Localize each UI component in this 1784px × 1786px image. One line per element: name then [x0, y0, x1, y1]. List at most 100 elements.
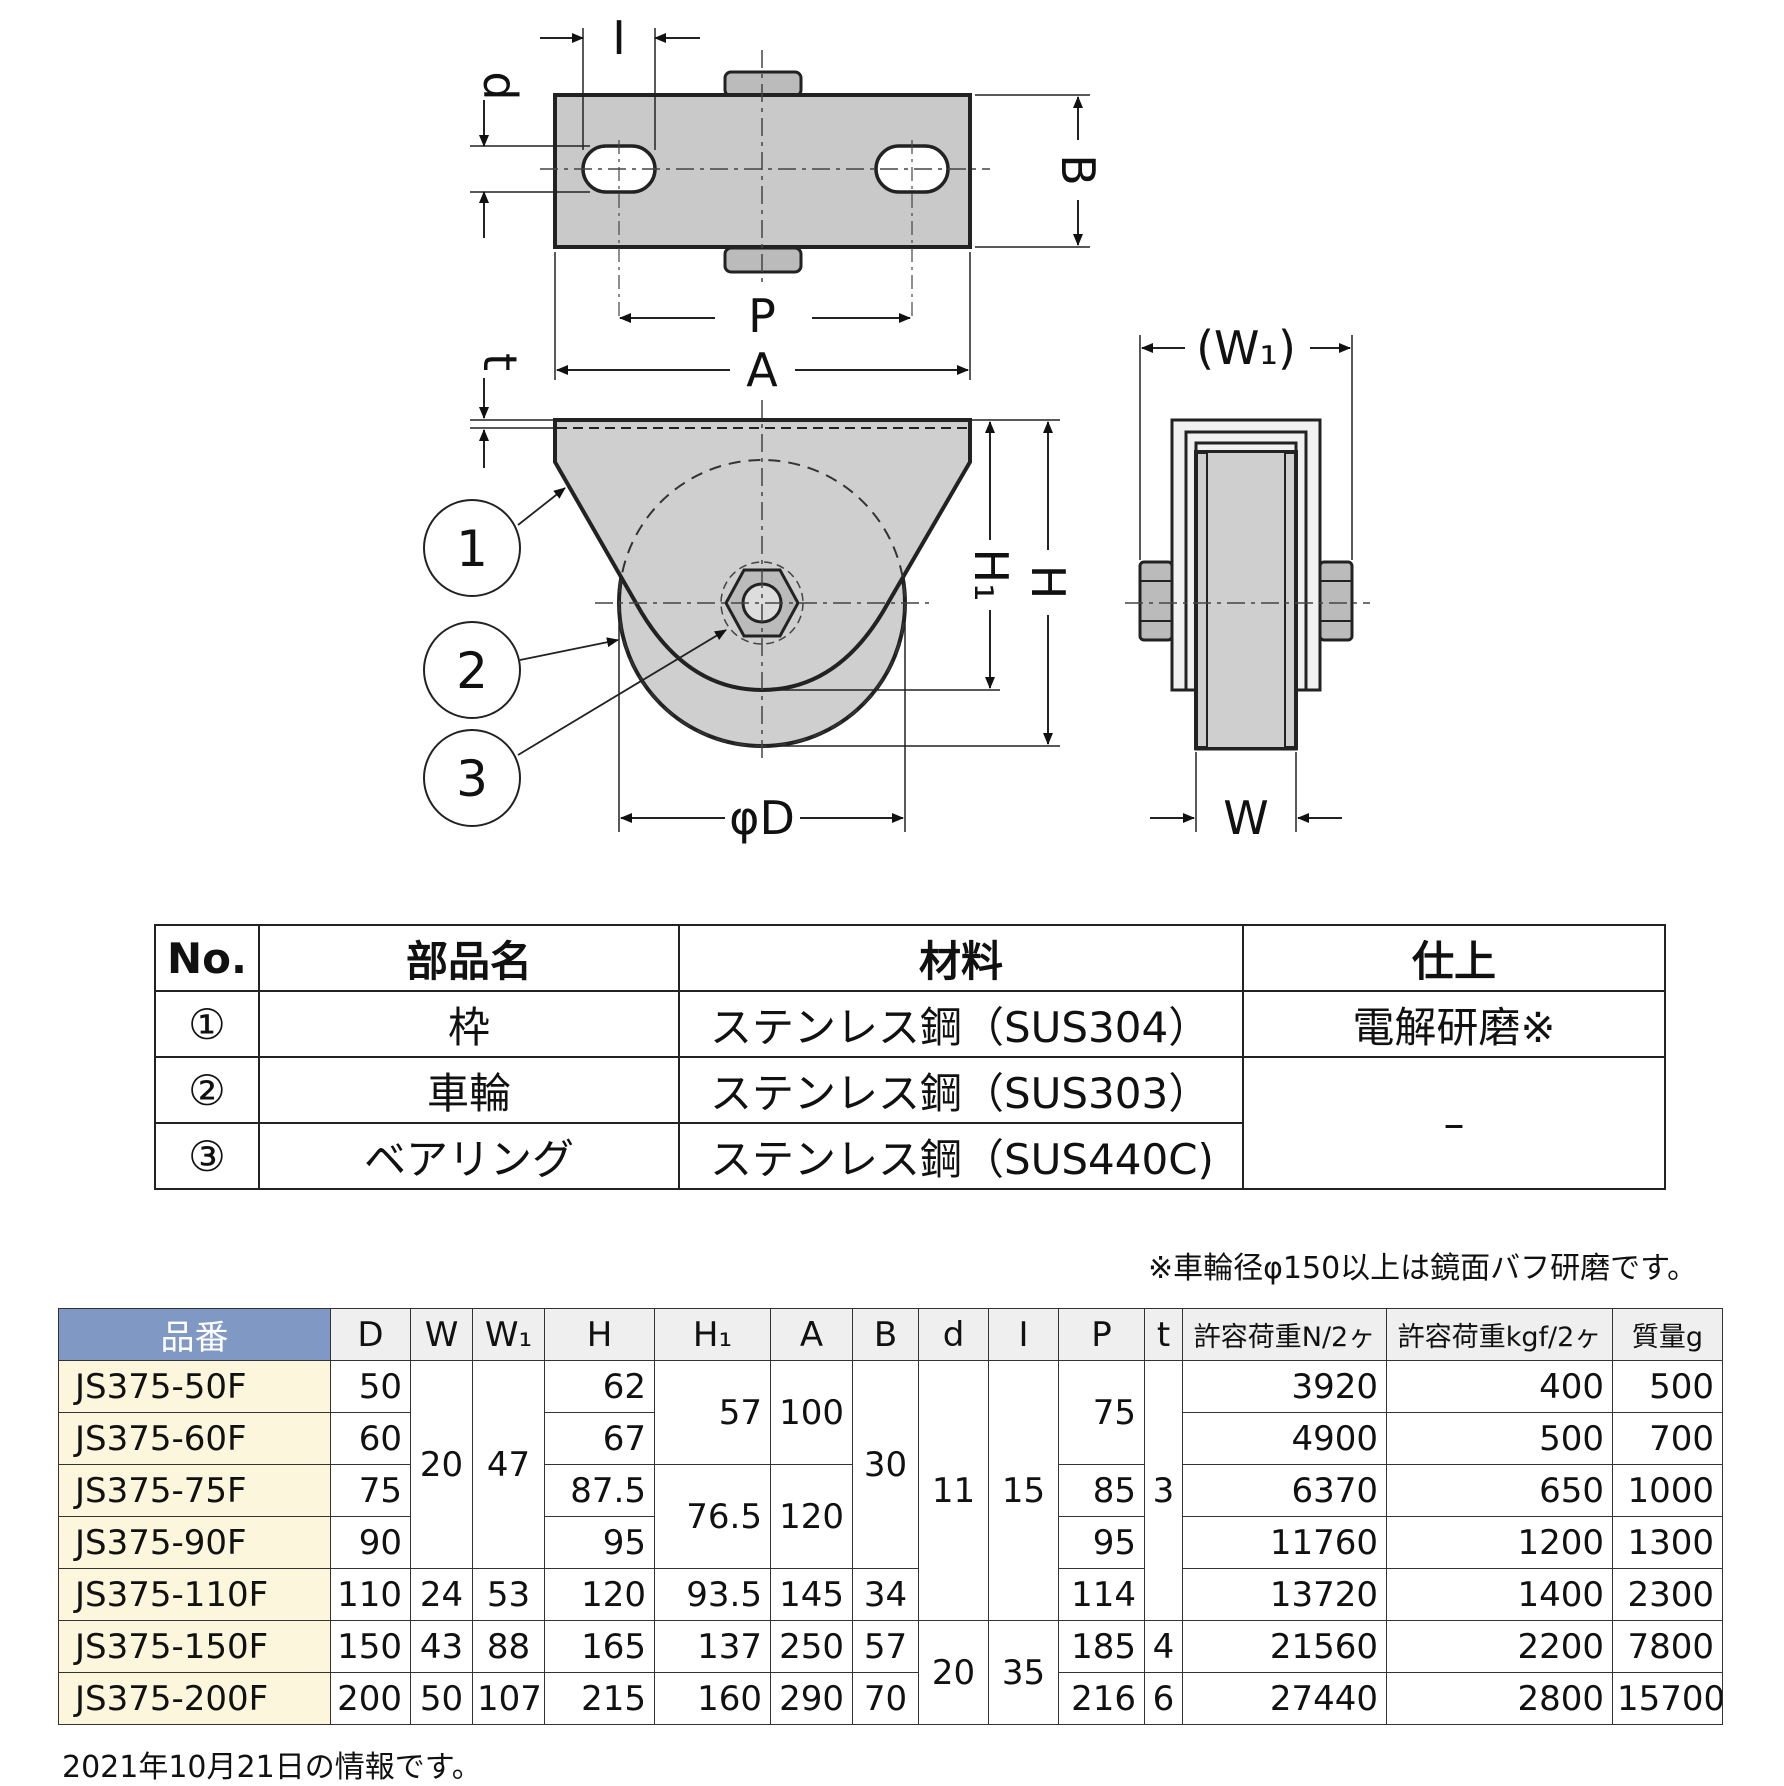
- label-A: A: [746, 343, 778, 397]
- spec-mass: 1000: [1612, 1464, 1723, 1517]
- parts-header-name: 部品名: [258, 924, 680, 992]
- spec-load-n: 21560: [1182, 1620, 1387, 1673]
- spec-H1: 57: [654, 1360, 771, 1465]
- dim-W: W: [1150, 752, 1342, 845]
- spec-P: 75: [1058, 1360, 1145, 1465]
- spec-load-n: 3920: [1182, 1360, 1387, 1413]
- dim-d: d: [470, 71, 590, 238]
- part-no: ②: [154, 1056, 260, 1124]
- spec-code: JS375-90F: [58, 1516, 331, 1569]
- spec-header-W1: W₁: [472, 1308, 545, 1361]
- part-no: ③: [154, 1122, 260, 1190]
- spec-code: JS375-60F: [58, 1412, 331, 1465]
- spec-load-kgf: 1200: [1386, 1516, 1613, 1569]
- spec-load-kgf: 2800: [1386, 1672, 1613, 1725]
- spec-table: 品番 D W W₁ H H₁ A B d I P t 許容荷重N/2ヶ 許容荷重…: [58, 1308, 1723, 1725]
- spec-P: 114: [1058, 1568, 1145, 1621]
- spec-header-mass: 質量g: [1612, 1308, 1723, 1361]
- spec-t: 3: [1144, 1360, 1183, 1621]
- dim-B: B: [975, 94, 1105, 248]
- dim-A: A: [554, 252, 971, 397]
- part-no: ①: [154, 990, 260, 1058]
- parts-header-finish: 仕上: [1242, 924, 1666, 992]
- parts-row: ③ ベアリング ステンレス鋼（SUS440C): [154, 1122, 1665, 1190]
- spec-load-n: 6370: [1182, 1464, 1387, 1517]
- label-I: I: [612, 11, 626, 65]
- label-d: d: [473, 71, 527, 100]
- spec-D: 150: [330, 1620, 411, 1673]
- callout-2: 2: [423, 621, 619, 719]
- part-finish: –: [1242, 1056, 1666, 1190]
- spec-load-n: 11760: [1182, 1516, 1387, 1569]
- part-material: ステンレス鋼（SUS304）: [678, 990, 1244, 1058]
- spec-B: 34: [852, 1568, 919, 1621]
- spec-row: JS375-110F 110 24 53 120 93.5 145 34 114…: [58, 1568, 1723, 1621]
- spec-t: 6: [1144, 1672, 1183, 1725]
- spec-header-A: A: [770, 1308, 853, 1361]
- spec-header-load-n: 許容荷重N/2ヶ: [1182, 1308, 1387, 1361]
- spec-A: 290: [770, 1672, 853, 1725]
- spec-H1: 76.5: [654, 1464, 771, 1569]
- parts-header-no: No.: [154, 924, 260, 992]
- spec-H: 120: [544, 1568, 655, 1621]
- spec-mass: 500: [1612, 1360, 1723, 1413]
- spec-t: 4: [1144, 1620, 1183, 1673]
- spec-load-kgf: 400: [1386, 1360, 1613, 1413]
- svg-text:1: 1: [456, 520, 488, 578]
- spec-W: 24: [410, 1568, 473, 1621]
- label-B: B: [1051, 154, 1105, 186]
- spec-header-load-kgf: 許容荷重kgf/2ヶ: [1386, 1308, 1613, 1361]
- finish-note: ※車輪径φ150以上は鏡面バフ研磨です。: [1148, 1251, 1698, 1286]
- spec-H1: 160: [654, 1672, 771, 1725]
- spec-D: 90: [330, 1516, 411, 1569]
- part-material: ステンレス鋼（SUS303）: [678, 1056, 1244, 1124]
- label-P: P: [748, 289, 776, 343]
- spec-B: 57: [852, 1620, 919, 1673]
- spec-mass: 7800: [1612, 1620, 1723, 1673]
- spec-row: JS375-90F 90 95 95 11760 1200 1300: [58, 1516, 1723, 1569]
- dim-t: t: [470, 353, 555, 468]
- spec-header-t: t: [1144, 1308, 1183, 1361]
- spec-header-code: 品番: [58, 1308, 331, 1361]
- spec-header-I: I: [988, 1308, 1059, 1361]
- spec-W1: 88: [472, 1620, 545, 1673]
- parts-header-row: No. 部品名 材料 仕上: [154, 924, 1666, 992]
- spec-header-D: D: [330, 1308, 411, 1361]
- spec-row: JS375-150F 150 43 88 165 137 250 57 20 3…: [58, 1620, 1723, 1725]
- spec-mass: 700: [1612, 1412, 1723, 1465]
- spec-P: 85: [1058, 1464, 1145, 1517]
- spec-code: JS375-110F: [58, 1568, 331, 1621]
- spec-D: 75: [330, 1464, 411, 1517]
- spec-code: JS375-75F: [58, 1464, 331, 1517]
- part-name: ベアリング: [258, 1122, 680, 1190]
- spec-header-H1: H₁: [654, 1308, 771, 1361]
- spec-P: 216: [1058, 1672, 1145, 1725]
- spec-d: 20: [918, 1620, 989, 1725]
- part-finish: 電解研磨※: [1242, 990, 1666, 1058]
- spec-W1: 53: [472, 1568, 545, 1621]
- spec-code: JS375-50F: [58, 1360, 331, 1413]
- top-view: [540, 50, 990, 320]
- spec-W: 50: [410, 1672, 473, 1725]
- spec-W: 20: [410, 1360, 473, 1569]
- spec-row: JS375-60F 60 67 4900 500 700: [58, 1412, 1723, 1465]
- spec-load-n: 13720: [1182, 1568, 1387, 1621]
- spec-header-P: P: [1058, 1308, 1145, 1361]
- spec-W1: 107: [472, 1672, 545, 1725]
- spec-H: 95: [544, 1516, 655, 1569]
- part-name: 枠: [258, 990, 680, 1058]
- spec-W1: 47: [472, 1360, 545, 1569]
- dim-H: H₁ H: [770, 419, 1075, 747]
- callout-1: 1: [423, 487, 566, 597]
- spec-mass: 15700: [1612, 1672, 1723, 1725]
- spec-load-kgf: 500: [1386, 1412, 1613, 1465]
- spec-H: 67: [544, 1412, 655, 1465]
- parts-row: ① 枠 ステンレス鋼（SUS304） 電解研磨※: [154, 990, 1666, 1058]
- spec-H1: 137: [654, 1620, 771, 1673]
- spec-header-B: B: [852, 1308, 919, 1361]
- callout-3: 3: [423, 629, 727, 827]
- spec-H1: 93.5: [654, 1568, 771, 1621]
- spec-D: 60: [330, 1412, 411, 1465]
- spec-A: 250: [770, 1620, 853, 1673]
- spec-D: 110: [330, 1568, 411, 1621]
